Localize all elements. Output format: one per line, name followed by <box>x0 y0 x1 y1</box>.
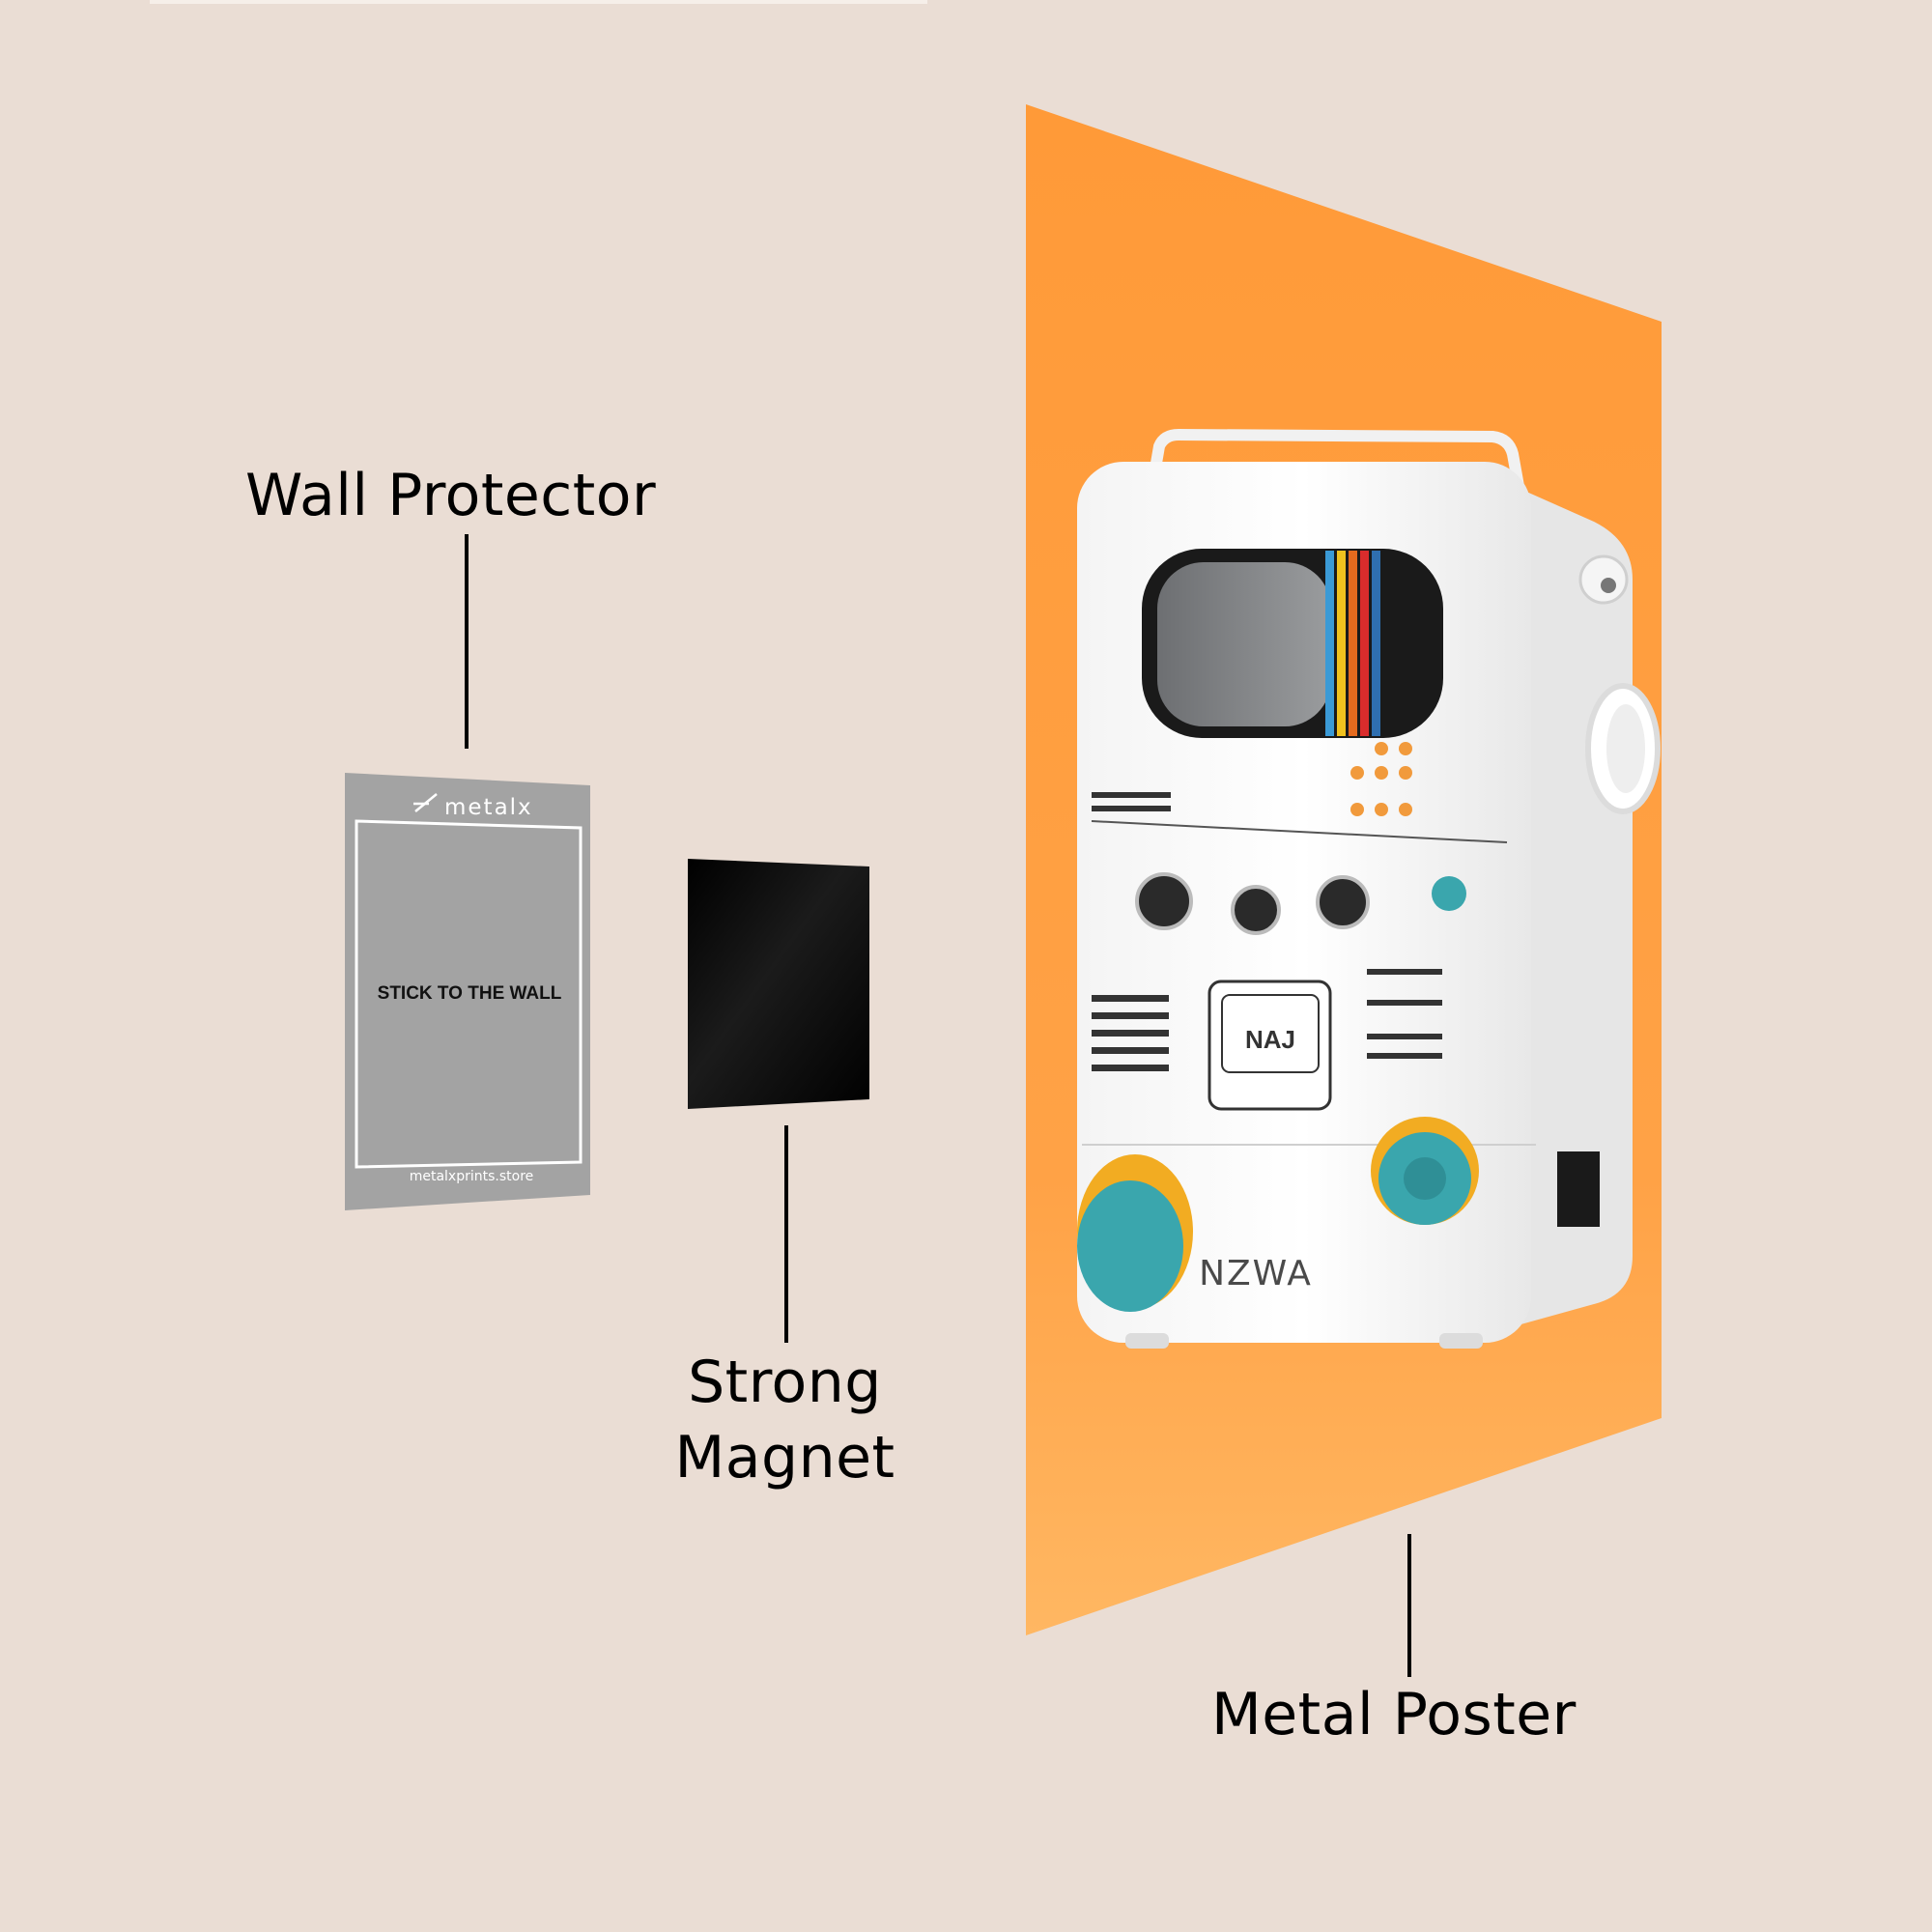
strong-magnet-sheet <box>688 859 869 1109</box>
protector-brand-text: metalx <box>444 795 533 820</box>
metal-poster-label: Metal Poster <box>1211 1681 1577 1748</box>
top-edge-strip <box>150 0 927 4</box>
protector-instruction-text: STICK TO THE WALL <box>378 983 562 1004</box>
radio-logo-text: NZWA <box>1199 1254 1313 1293</box>
wall-protector-pointer-line <box>465 534 469 749</box>
strong-magnet-label: Strong Magnet <box>674 1349 895 1492</box>
strong-magnet-pointer-line <box>784 1125 788 1343</box>
wall-protector-card: metalx STICK TO THE WALL metalxprints.st… <box>345 773 590 1210</box>
metalx-logo-icon <box>413 793 438 812</box>
metal-poster-pointer-line <box>1407 1534 1411 1677</box>
protector-website-text: metalxprints.store <box>410 1169 534 1184</box>
radio-badge-text: NAJ <box>1245 1025 1295 1054</box>
retro-radio-artwork: NAJ NZWA <box>1077 428 1661 1349</box>
wall-protector-label: Wall Protector <box>245 462 657 529</box>
metal-poster: NAJ NZWA <box>1026 104 1662 1635</box>
